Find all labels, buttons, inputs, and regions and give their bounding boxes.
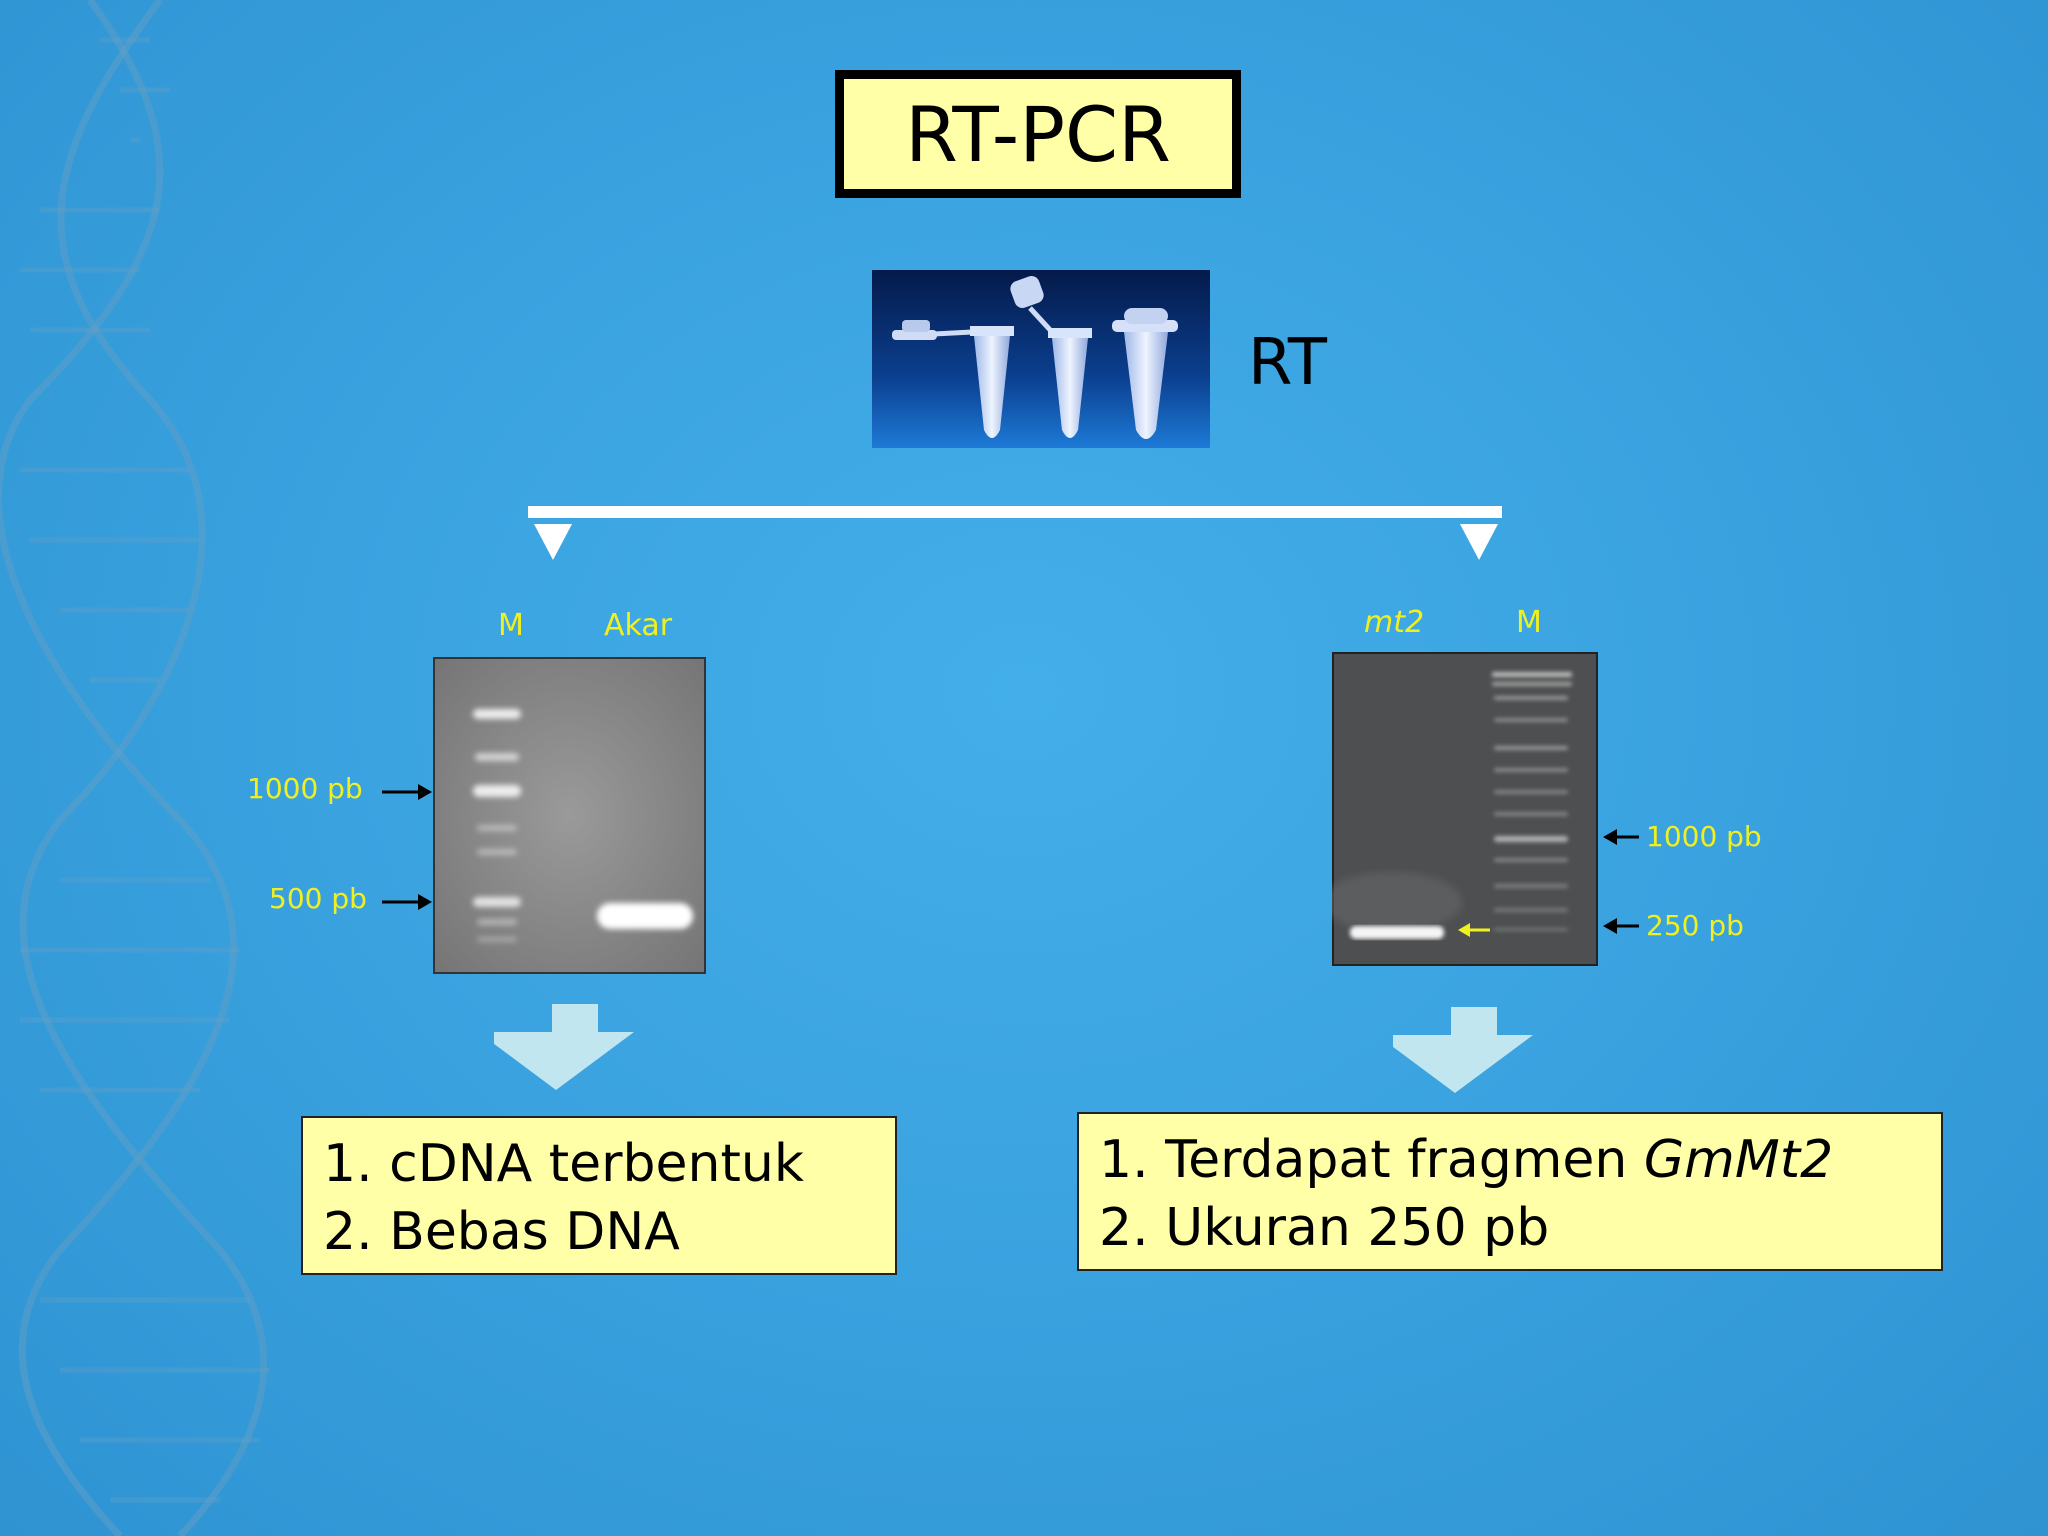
- lane-label-mt2: mt2: [1364, 605, 1425, 640]
- gel-image-left: [433, 657, 706, 974]
- lane-label-m-right: M: [1516, 605, 1542, 640]
- result-right-line-2: 2. Ukuran 250 pb: [1099, 1198, 1550, 1258]
- lane-label-m-left: M: [498, 608, 524, 643]
- slide-title-box: RT-PCR: [835, 70, 1241, 198]
- down-arrow-left-icon: [494, 1004, 634, 1090]
- marker-label-250-right: 250 pb: [1646, 909, 1744, 942]
- result-box-left: 1. cDNA terbentuk 2. Bebas DNA: [301, 1116, 897, 1275]
- dna-helix-background: [0, 0, 270, 1536]
- branch-connector: [528, 506, 1502, 560]
- pcr-tubes-image: [872, 270, 1210, 448]
- branch-arrow-right: [1460, 524, 1498, 560]
- down-arrow-right-icon: [1393, 1007, 1533, 1093]
- result-left-line-2: 2. Bebas DNA: [323, 1202, 680, 1262]
- marker-arrow-icon: [1603, 829, 1639, 845]
- marker-label-500-left: 500 pb: [269, 882, 367, 915]
- marker-label-1000-right: 1000 pb: [1646, 820, 1762, 853]
- branch-arrow-left: [534, 524, 572, 560]
- lane-label-akar: Akar: [604, 608, 673, 643]
- result-right-line-1-prefix: 1. Terdapat fragmen: [1099, 1130, 1644, 1190]
- marker-label-1000-left: 1000 pb: [247, 772, 363, 805]
- slide-title: RT-PCR: [905, 89, 1171, 179]
- gene-name: GmMt2: [1643, 1130, 1834, 1190]
- result-right-line-1: 1. Terdapat fragmen GmMt2: [1099, 1126, 1921, 1194]
- marker-arrow-icon: [1603, 918, 1639, 934]
- gel-image-right: [1332, 652, 1598, 966]
- rt-step-label: RT: [1248, 326, 1327, 400]
- result-box-right: 1. Terdapat fragmen GmMt2 2. Ukuran 250 …: [1077, 1112, 1943, 1271]
- marker-arrow-icon: [382, 784, 432, 800]
- marker-arrow-icon: [382, 894, 432, 910]
- result-left-line-1: 1. cDNA terbentuk: [323, 1134, 804, 1194]
